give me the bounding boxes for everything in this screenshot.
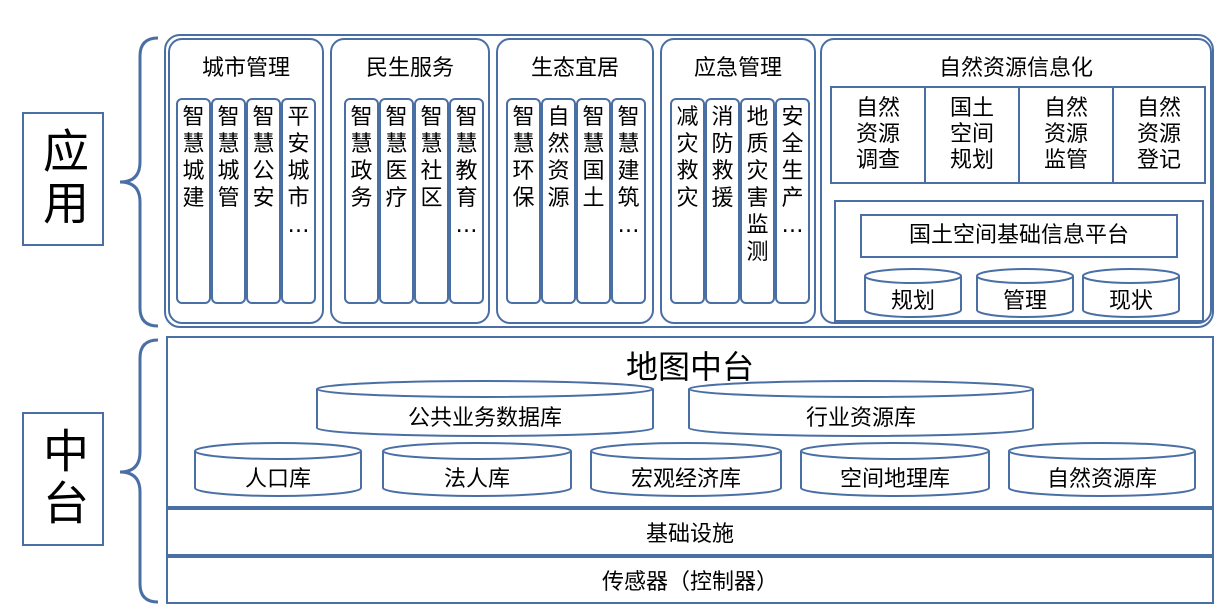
platform-frame: 国土空间基础信息平台 规划 管理 现状: [834, 200, 1204, 322]
db-industry-resources: 行业资源库: [688, 380, 1034, 438]
middle-brace: [119, 338, 159, 604]
application-brace: [119, 36, 159, 328]
app-item: 自然资源: [541, 98, 576, 304]
app-item-label: 智慧医疗: [385, 105, 408, 211]
db-label: 公共业务数据库: [407, 406, 562, 431]
app-item-label: 智慧建筑…: [617, 105, 640, 238]
map-platform-frame: 地图中台 公共业务数据库 行业资源库 人口库 法人库 宏观经济库 空间地理库 自…: [166, 336, 1214, 508]
app-item-label: 减灾救灾: [676, 105, 699, 211]
app-item-label: 平安城市…: [287, 105, 310, 238]
database-icon: [316, 380, 654, 437]
platform-db-planning: 规划: [864, 268, 962, 318]
db-spatial-geography: 空间地理库: [800, 442, 990, 498]
app-item: 地质灾害监测: [740, 98, 775, 304]
infrastructure-bar: 基础设施: [166, 508, 1214, 556]
db-macro-economy: 宏观经济库: [590, 442, 782, 498]
app-item: 减灾救灾: [670, 98, 705, 304]
nr-cell-label: 自然资源监管: [1043, 96, 1088, 173]
app-item: 消防救援: [705, 98, 740, 304]
app-item-label: 智慧政务: [350, 105, 373, 211]
app-item-label: 智慧国土: [582, 105, 605, 211]
db-label: 法人库: [443, 467, 510, 492]
group-city-management: 城市管理 智慧城建 智慧城管 智慧公安 平安城市…: [168, 38, 324, 324]
app-item-label: 智慧城建: [182, 105, 205, 211]
app-item-label: 自然资源: [547, 105, 570, 211]
database-icon: [1082, 268, 1180, 318]
nr-cell-registration: 自然资源登记: [1112, 86, 1206, 184]
app-item: 智慧城建: [176, 98, 211, 304]
app-item: 智慧国土: [576, 98, 611, 304]
app-item: 智慧建筑…: [611, 98, 646, 304]
db-label: 宏观经济库: [630, 467, 741, 492]
application-layer-label: 应用: [22, 112, 104, 246]
nr-cell-label: 自然资源调查: [855, 96, 900, 173]
nr-cell-supervision: 自然资源监管: [1018, 86, 1114, 184]
app-item-label: 智慧城管: [217, 105, 240, 211]
db-label: 空间地理库: [839, 467, 950, 492]
natural-resources-panel: 自然资源信息化 自然资源调查 国土空间规划 自然资源监管 自然资源登记 国土空间…: [820, 38, 1212, 324]
database-icon: [976, 268, 1074, 318]
app-item: 智慧社区: [414, 98, 449, 304]
database-icon: [688, 380, 1034, 437]
group-livelihood-services: 民生服务 智慧政务 智慧医疗 智慧社区 智慧教育…: [330, 38, 490, 324]
app-item-label: 智慧环保: [512, 105, 535, 211]
database-icon: [1008, 442, 1196, 497]
database-icon: [382, 442, 572, 497]
nr-cell-label: 国土空间规划: [949, 96, 994, 173]
app-item-label: 消防救援: [711, 105, 734, 211]
map-platform-title: 地图中台: [625, 348, 754, 386]
database-icon: [590, 442, 782, 497]
group-title: 应急管理: [693, 56, 782, 81]
db-natural-resources: 自然资源库: [1008, 442, 1196, 498]
app-item: 智慧政务: [344, 98, 379, 304]
db-population: 人口库: [194, 442, 362, 498]
sensors-bar: 传感器（控制器）: [166, 556, 1214, 604]
database-icon: [194, 442, 362, 497]
db-label: 管理: [1002, 289, 1047, 314]
db-label: 行业资源库: [805, 406, 916, 431]
app-item-label: 智慧公安: [252, 105, 275, 211]
group-title: 城市管理: [201, 56, 290, 81]
db-public-business: 公共业务数据库: [316, 380, 654, 438]
app-item: 安全生产…: [775, 98, 810, 304]
group-title: 民生服务: [365, 56, 454, 81]
db-label: 规划: [890, 289, 935, 314]
middle-layer-label-text: 中台: [36, 427, 90, 531]
platform-db-current-status: 现状: [1082, 268, 1180, 318]
app-item-label: 地质灾害监测: [746, 105, 769, 265]
app-item: 智慧公安: [246, 98, 281, 304]
app-item: 智慧环保: [506, 98, 541, 304]
middle-layer-label: 中台: [22, 412, 104, 546]
application-layer-label-text: 应用: [36, 127, 90, 231]
app-item: 智慧医疗: [379, 98, 414, 304]
db-label: 人口库: [244, 467, 311, 492]
application-layer-frame: [164, 34, 1214, 328]
database-icon: [864, 268, 962, 318]
app-item: 智慧教育…: [449, 98, 484, 304]
sensors-label: 传感器（控制器）: [601, 570, 778, 595]
group-emergency-management: 应急管理 减灾救灾 消防救援 地质灾害监测 安全生产…: [660, 38, 816, 324]
platform-title: 国土空间基础信息平台: [908, 223, 1129, 248]
platform-db-management: 管理: [976, 268, 1074, 318]
group-title: 生态宜居: [530, 56, 619, 81]
db-legal-person: 法人库: [382, 442, 572, 498]
nr-cell-label: 自然资源登记: [1136, 96, 1181, 173]
platform-title-box: 国土空间基础信息平台: [860, 214, 1178, 258]
db-label: 现状: [1108, 289, 1153, 314]
app-item-label: 智慧社区: [420, 105, 443, 211]
app-item: 平安城市…: [281, 98, 316, 304]
nr-cell-survey: 自然资源调查: [830, 86, 926, 184]
group-ecological-living: 生态宜居 智慧环保 自然资源 智慧国土 智慧建筑…: [496, 38, 654, 324]
natural-resources-title: 自然资源信息化: [938, 56, 1093, 81]
database-icon: [800, 442, 990, 497]
db-label: 自然资源库: [1046, 467, 1157, 492]
nr-cell-planning: 国土空间规划: [924, 86, 1020, 184]
infrastructure-label: 基础设施: [645, 522, 734, 547]
app-item-label: 智慧教育…: [455, 105, 478, 238]
app-item-label: 安全生产…: [781, 105, 804, 238]
app-item: 智慧城管: [211, 98, 246, 304]
